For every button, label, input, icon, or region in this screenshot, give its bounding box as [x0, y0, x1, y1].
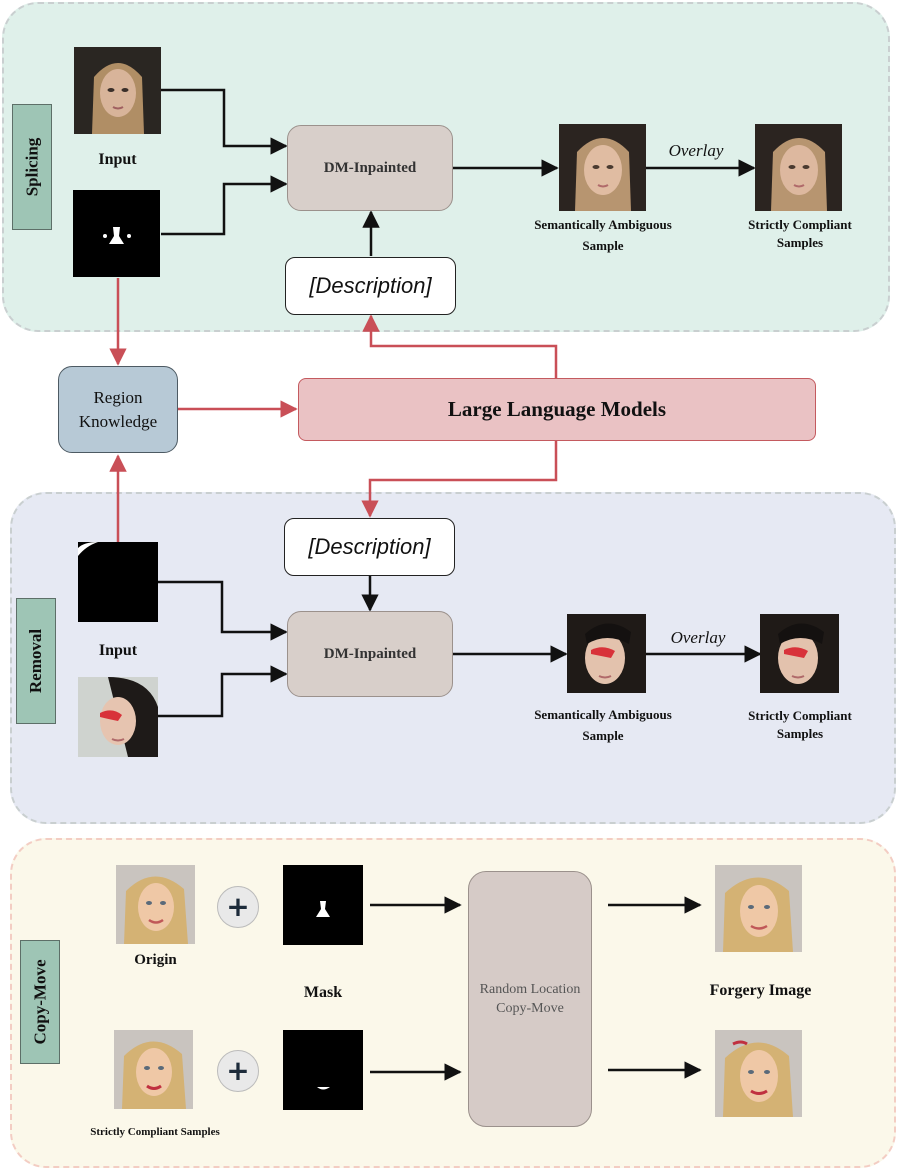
forgery-photo-2 [715, 1030, 802, 1117]
copy-move-compliant-photo [114, 1030, 193, 1109]
splicing-ambiguous-photo [559, 124, 646, 211]
removal-input-photo [78, 677, 158, 757]
removal-overlay-label: Overlay [670, 628, 726, 647]
splicing-dm-inpainted: DM-Inpainted [287, 125, 453, 211]
copy-move-tab: Copy-Move [20, 940, 60, 1064]
plus-icon: + [217, 886, 259, 928]
splicing-tab: Splicing [12, 104, 52, 230]
arrow-input-to-dm [161, 88, 288, 155]
red-arrow-llm-to-desc [362, 314, 558, 378]
removal-mask-image [78, 542, 158, 622]
splicing-mask-image [73, 190, 160, 277]
removal-input-label: Input [98, 642, 138, 659]
splicing-overlay-label: Overlay [668, 141, 724, 160]
origin-photo [116, 865, 195, 944]
arrow-mask-to-dm [161, 175, 288, 236]
mask-image-mouth [283, 1030, 363, 1110]
splicing-compliant-photo [755, 124, 842, 211]
red-arrow-llm-to-desc-removal [361, 441, 558, 518]
removal-compliant-photo [760, 614, 839, 693]
splicing-ambiguous-label: Semantically Ambiguous Sample [534, 217, 672, 253]
splicing-input-label: Input [98, 151, 137, 168]
origin-label: Origin [134, 952, 177, 968]
random-location-copy-move-box: Random Location Copy-Move [468, 871, 592, 1127]
splicing-compliant-label: Strictly Compliant Samples [748, 217, 852, 250]
mask-image-nose [283, 865, 363, 945]
removal-ambiguous-label: Semantically Ambiguous Sample [534, 707, 672, 743]
removal-description: [Description] [284, 518, 455, 576]
splicing-input-photo [74, 47, 161, 134]
removal-tab: Removal [16, 598, 56, 724]
forgery-image-label: Forgery Image [709, 982, 812, 999]
removal-ambiguous-photo [567, 614, 646, 693]
removal-dm-inpainted: DM-Inpainted [287, 611, 453, 697]
plus-icon: + [217, 1050, 259, 1092]
mask-label: Mask [303, 984, 343, 1001]
removal-compliant-label: Strictly Compliant Samples [748, 708, 852, 741]
arrow-input-to-dm-removal [158, 665, 288, 718]
forgery-photo-1 [715, 865, 802, 952]
copy-move-compliant-label: Strictly Compliant Samples [90, 1126, 220, 1138]
splicing-description: [Description] [285, 257, 456, 315]
arrow-mask-to-dm-removal [158, 580, 288, 641]
region-knowledge-box: Region Knowledge [58, 366, 178, 453]
llm-box: Large Language Models [298, 378, 816, 441]
